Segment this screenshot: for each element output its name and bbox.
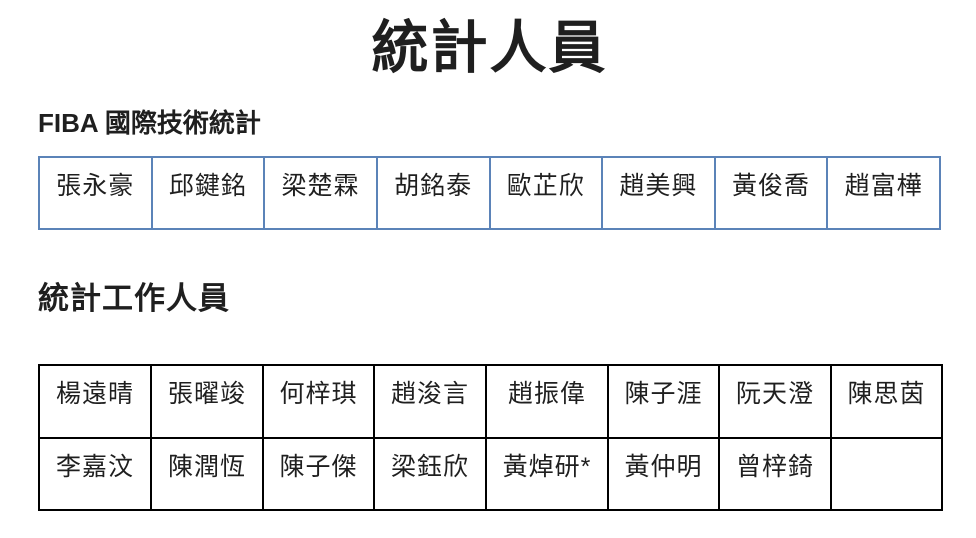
table-cell: 趙富樺 [826, 155, 941, 231]
table-cell: 胡銘泰 [375, 155, 491, 231]
table-cell: 梁鈺欣 [373, 436, 487, 512]
table-cell: 陳子涯 [607, 364, 720, 439]
table-cell: 黃仲明 [607, 436, 720, 512]
section-heading-fiba: FIBA 國際技術統計 [38, 107, 261, 138]
page-title: 統計人員 [371, 16, 608, 80]
table-cell: 趙美興 [601, 155, 716, 231]
table-cell: 黃焯研* [485, 436, 609, 512]
fiba-statisticians-table: 張永豪 邱鍵銘 梁楚霖 胡銘泰 歐芷欣 趙美興 黃俊喬 趙富樺 [38, 155, 941, 231]
table-cell: 陳思茵 [830, 364, 943, 439]
table-row: 楊遠晴 張曜竣 何梓琪 趙浚言 趙振偉 陳子涯 阮天澄 陳思茵 [38, 364, 943, 439]
table-cell: 邱鍵銘 [150, 155, 266, 231]
table-cell: 阮天澄 [718, 364, 832, 439]
table-cell: 黃俊喬 [713, 155, 829, 231]
table-cell [830, 436, 943, 512]
table-cell: 曾梓錡 [718, 436, 832, 512]
table-cell: 陳子傑 [262, 436, 375, 512]
table-cell: 楊遠晴 [38, 364, 152, 439]
table-row: 李嘉汶 陳潤恆 陳子傑 梁鈺欣 黃焯研* 黃仲明 曾梓錡 [38, 436, 943, 512]
table-cell: 趙浚言 [373, 364, 487, 439]
statistics-staff-table: 楊遠晴 張曜竣 何梓琪 趙浚言 趙振偉 陳子涯 阮天澄 陳思茵 李嘉汶 陳潤恆 … [38, 364, 943, 512]
table-cell: 李嘉汶 [38, 436, 152, 512]
table-cell: 張曜竣 [150, 364, 264, 439]
table-row: 張永豪 邱鍵銘 梁楚霖 胡銘泰 歐芷欣 趙美興 黃俊喬 趙富樺 [38, 155, 941, 231]
table-cell: 梁楚霖 [263, 155, 378, 231]
table-cell: 張永豪 [38, 155, 153, 231]
table-cell: 何梓琪 [262, 364, 375, 439]
table-cell: 趙振偉 [485, 364, 609, 439]
table-cell: 陳潤恆 [150, 436, 264, 512]
section-heading-staff: 統計工作人員 [38, 281, 230, 317]
table-cell: 歐芷欣 [488, 155, 604, 231]
